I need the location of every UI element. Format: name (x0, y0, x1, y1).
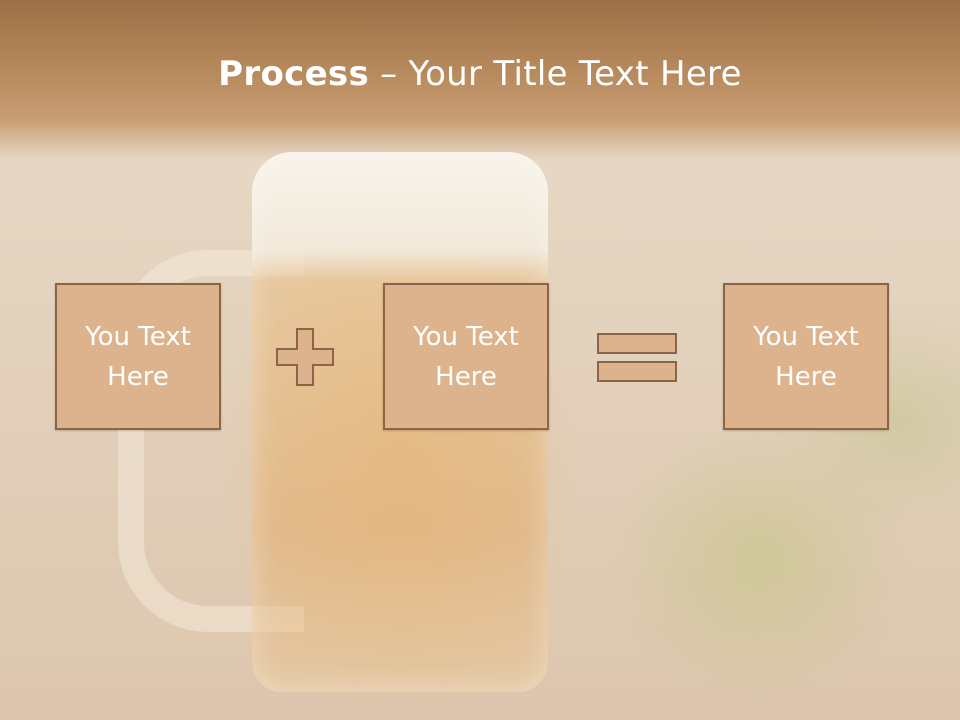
slide-title[interactable]: Process – Your Title Text Here (0, 52, 960, 96)
equals-icon (597, 333, 677, 382)
process-box-2-line2: Here (435, 361, 497, 392)
process-box-1-line1: You Text (85, 321, 191, 352)
title-rest: – Your Title Text Here (369, 54, 742, 94)
process-box-1-line2: Here (107, 361, 169, 392)
process-box-2-text: You Text Here (413, 317, 519, 397)
process-box-3-text: You Text Here (753, 317, 859, 397)
process-box-3-line1: You Text (753, 321, 859, 352)
header-band (0, 0, 960, 160)
process-box-3[interactable]: You Text Here (723, 283, 889, 430)
plus-icon (276, 328, 334, 386)
process-box-2[interactable]: You Text Here (383, 283, 549, 430)
process-box-1[interactable]: You Text Here (55, 283, 221, 430)
title-bold: Process (218, 54, 370, 94)
process-box-2-line1: You Text (413, 321, 519, 352)
process-box-1-text: You Text Here (85, 317, 191, 397)
process-box-3-line2: Here (775, 361, 837, 392)
